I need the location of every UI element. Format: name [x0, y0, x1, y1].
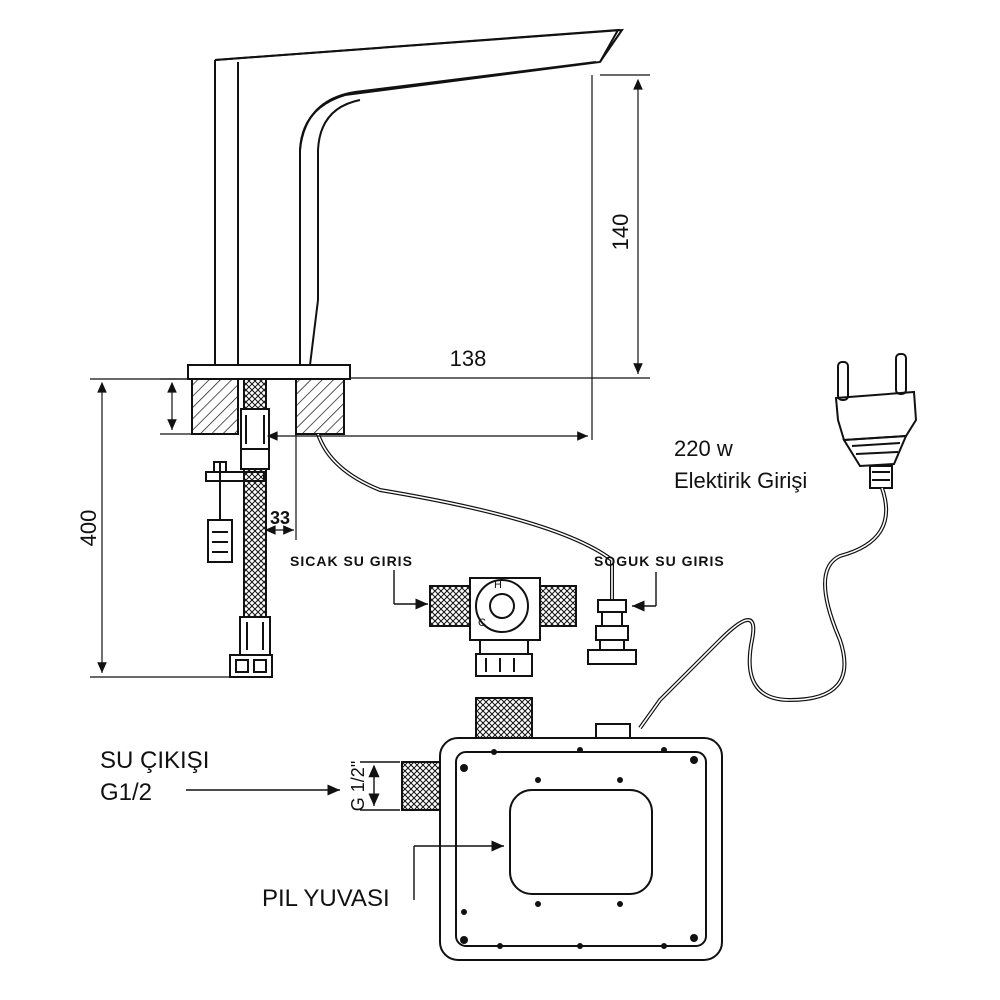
cold-inlet-label: SOGUK SU GIRIS: [594, 553, 725, 569]
cold-connector: [587, 599, 637, 665]
control-box: [401, 697, 723, 961]
control-box-screws: [460, 747, 698, 949]
valve-mark-cold: C: [478, 617, 486, 629]
outlet-label-line1: SU ÇIKIŞI: [100, 747, 209, 774]
dim-33: 33: [270, 508, 290, 528]
outlet-annotation: [186, 761, 504, 900]
faucet-base-plate: [187, 364, 351, 380]
outlet-label-line2: G1/2: [100, 779, 152, 806]
dim-400: 400: [76, 510, 101, 547]
battery-label: PIL YUVASI: [262, 885, 390, 912]
inlet-arrows: [393, 570, 657, 612]
power-cord: [638, 487, 889, 730]
mixing-valve: [429, 577, 577, 677]
power-plug: [638, 353, 918, 730]
battery-compartment: [509, 789, 653, 895]
faucet-spout-top: [214, 28, 620, 63]
valve-mark-hot: H: [494, 579, 502, 591]
faucet-body-outline: [214, 28, 625, 366]
power-label-line2: Elektirik Girişi: [674, 468, 807, 493]
supply-hose: [205, 378, 614, 678]
sensor-cable: [316, 433, 614, 600]
hot-inlet-label: SICAK SU GIRIS: [290, 553, 413, 569]
dim-140: 140: [608, 214, 633, 251]
dim-138: 138: [450, 346, 487, 371]
mounting-block: [191, 378, 345, 435]
faucet: [187, 28, 625, 380]
power-label-line1: 220 w: [674, 436, 733, 461]
thread-dim: G 1/2": [348, 761, 368, 811]
dimension-lines: [90, 74, 650, 678]
